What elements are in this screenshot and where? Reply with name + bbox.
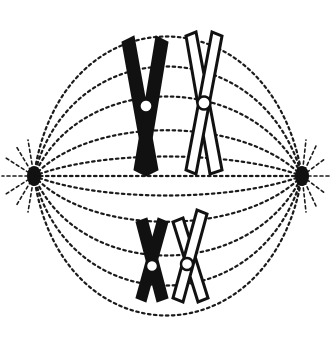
centromere xyxy=(181,258,193,270)
left-centrosome xyxy=(27,166,41,186)
centromere xyxy=(198,97,211,110)
centromere xyxy=(146,260,158,272)
spindle-fibers xyxy=(34,37,302,316)
large-chromosome-white xyxy=(186,32,222,174)
right-centrosome xyxy=(295,166,309,186)
large-chromosome-black xyxy=(122,36,168,176)
aster-right xyxy=(295,140,330,212)
spindle-fiber xyxy=(34,176,302,222)
spindle-fiber xyxy=(34,176,302,316)
spindle-fiber xyxy=(34,130,302,176)
centromere xyxy=(140,100,153,113)
spindle-fiber xyxy=(34,157,302,177)
spindle-fiber xyxy=(34,37,302,177)
aster-left xyxy=(2,140,41,212)
small-chromosome-black xyxy=(136,218,168,302)
spindle-fiber xyxy=(34,176,302,196)
